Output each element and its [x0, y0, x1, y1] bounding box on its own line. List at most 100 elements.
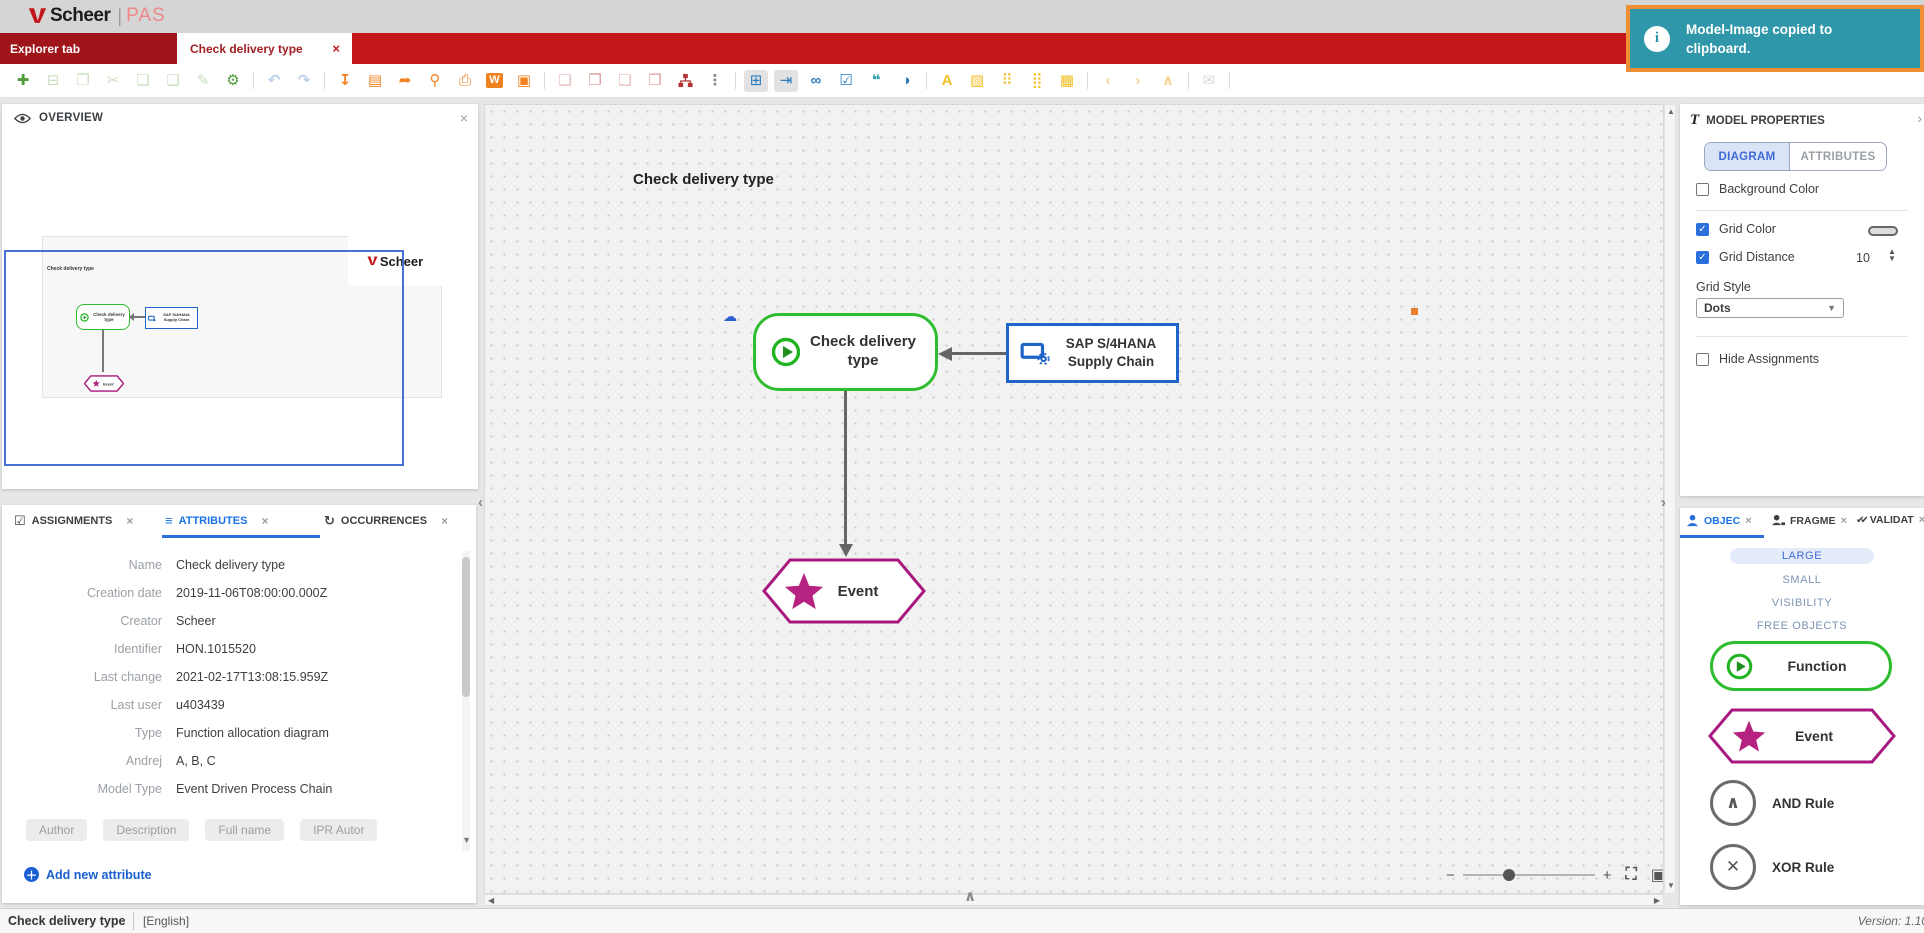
tab-assignments[interactable]: ☑ ASSIGNMENTS ×: [14, 513, 133, 529]
toggle-circles-icon[interactable]: ◑: [901, 72, 911, 89]
attribute-value[interactable]: A, B, C: [176, 754, 216, 768]
copy-icon[interactable]: ❏: [136, 72, 150, 89]
pointer-mode-icon[interactable]: ⇥: [774, 69, 798, 92]
tab-attributes[interactable]: ≡ ATTRIBUTES ×: [165, 513, 268, 528]
duplicate-icon[interactable]: ❐: [76, 72, 90, 89]
nav-up-icon[interactable]: ∧: [1161, 72, 1175, 89]
tab-fragments[interactable]: FRAGME ×: [1772, 514, 1847, 527]
insert-table-icon[interactable]: ▦: [1059, 72, 1075, 89]
grid-color-swatch[interactable]: [1868, 226, 1898, 236]
attribute-chip[interactable]: Author: [26, 819, 88, 841]
grid-distance-checkbox[interactable]: ✓: [1696, 250, 1709, 264]
zoom-in-button[interactable]: +: [1602, 866, 1612, 884]
undo-icon[interactable]: ↶: [267, 72, 281, 89]
export-report-icon[interactable]: ▤: [367, 72, 383, 89]
add-new-attribute-button[interactable]: ＋ Add new attribute: [24, 867, 152, 882]
grid-view-icon[interactable]: ⊞: [744, 69, 768, 92]
palette-xor-rule-item[interactable]: ✕ XOR Rule: [1710, 844, 1834, 890]
diagram-canvas[interactable]: Check delivery type ☁ Check delivery typ…: [484, 104, 1664, 894]
grid-style-select[interactable]: Dots ▼: [1696, 298, 1844, 318]
scrollbar-down-icon[interactable]: ▼: [462, 835, 471, 845]
attribute-value[interactable]: 2019-11-06T08:00:00.000Z: [176, 586, 328, 600]
tab-objects[interactable]: OBJEC ×: [1686, 514, 1752, 527]
share-icon[interactable]: ➦: [398, 72, 412, 89]
palette-size-option-large[interactable]: LARGE: [1730, 548, 1874, 564]
edge-function-to-event[interactable]: [844, 391, 847, 544]
dots-small-icon[interactable]: ⠿: [1001, 72, 1013, 89]
collapse-left-panel-handle[interactable]: ‹: [478, 494, 483, 511]
bring-to-front-icon[interactable]: ❑: [618, 72, 632, 89]
scroll-down-icon[interactable]: ▼: [1667, 881, 1675, 890]
mail-icon[interactable]: ✉: [1202, 72, 1216, 89]
stepper-icon[interactable]: ▲▼: [1888, 247, 1896, 263]
scroll-left-icon[interactable]: ◀: [488, 896, 495, 905]
attribute-chip[interactable]: Description: [103, 819, 190, 841]
tab-close-icon[interactable]: ×: [261, 513, 269, 528]
palette-size-option-small[interactable]: SMALL: [1782, 574, 1822, 586]
export-word-icon[interactable]: W: [486, 73, 503, 88]
overview-close-icon[interactable]: ×: [459, 110, 468, 126]
tab-occurrences[interactable]: ↻ OCCURRENCES ×: [324, 513, 448, 529]
tab-diagram[interactable]: DIAGRAM: [1705, 143, 1790, 170]
dots-large-icon[interactable]: ⣿: [1031, 72, 1043, 89]
fullscreen-icon[interactable]: ⛶: [1625, 866, 1637, 883]
tab-close-icon[interactable]: ×: [1840, 514, 1847, 527]
palette-function-item[interactable]: Function: [1710, 641, 1892, 691]
background-color-checkbox[interactable]: [1696, 182, 1709, 196]
delete-icon[interactable]: ⊟: [46, 72, 60, 89]
more-options-icon[interactable]: ⋮: [707, 72, 723, 89]
collapse-right-panel-handle[interactable]: ›: [1661, 494, 1666, 511]
event-node[interactable]: Event: [762, 558, 926, 624]
attributes-scrollbar[interactable]: [462, 551, 470, 851]
send-backward-icon[interactable]: ❐: [588, 72, 602, 89]
font-color-icon[interactable]: A: [941, 72, 953, 89]
tab-close-icon[interactable]: ×: [332, 41, 340, 56]
settings-gear-icon[interactable]: ⚙: [226, 72, 240, 89]
tab-check-delivery-type[interactable]: Check delivery type ×: [177, 33, 352, 64]
export-download-icon[interactable]: ↧: [338, 72, 352, 89]
copy-image-icon[interactable]: ▣: [516, 72, 532, 89]
attribute-value[interactable]: Function allocation diagram: [176, 726, 329, 740]
palette-event-item[interactable]: Event: [1708, 708, 1896, 764]
new-model-icon[interactable]: ✚: [16, 72, 30, 89]
cut-icon[interactable]: ✂: [106, 72, 120, 89]
attribute-value[interactable]: Event Driven Process Chain: [176, 782, 333, 796]
insert-image-icon[interactable]: ▧: [969, 72, 985, 89]
scroll-up-icon[interactable]: ▲: [1667, 107, 1675, 116]
tab-explorer[interactable]: Explorer tab: [0, 33, 177, 64]
comments-icon[interactable]: ❝: [871, 72, 881, 89]
canvas-horizontal-scrollbar[interactable]: ◀ ▶: [484, 894, 1664, 906]
palette-size-option-free-objects[interactable]: FREE OBJECTS: [1756, 620, 1848, 632]
assignment-link-icon[interactable]: ☁: [723, 308, 737, 324]
attribute-value[interactable]: u403439: [176, 698, 225, 712]
attribute-chip[interactable]: Full name: [205, 819, 285, 841]
canvas-vertical-scrollbar[interactable]: ▲ ▼: [1664, 104, 1676, 894]
tab-close-icon[interactable]: ×: [126, 514, 134, 528]
tab-attributes-props[interactable]: ATTRIBUTES: [1800, 150, 1876, 163]
attribute-chip[interactable]: IPR Autor: [300, 819, 378, 841]
format-painter-icon[interactable]: ✎: [196, 72, 210, 89]
send-to-back-icon[interactable]: ❒: [648, 72, 662, 89]
system-node-sap-s4hana[interactable]: SAP S/4HANA Supply Chain: [1006, 323, 1179, 383]
fit-to-frame-icon[interactable]: ▣: [1651, 865, 1663, 885]
zoom-slider-thumb[interactable]: [1502, 869, 1515, 881]
function-node-check-delivery-type[interactable]: Check delivery type: [753, 313, 938, 391]
grid-color-checkbox[interactable]: ✓: [1696, 222, 1709, 236]
attribute-value[interactable]: 2021-02-17T13:08:15.959Z: [176, 670, 329, 684]
zoom-slider[interactable]: [1462, 869, 1595, 881]
scrollbar-thumb[interactable]: [462, 557, 470, 697]
scroll-right-icon[interactable]: ▶: [1653, 896, 1660, 905]
edge-system-to-function[interactable]: [952, 352, 1006, 355]
tab-close-icon[interactable]: ×: [1918, 514, 1924, 526]
grid-distance-value[interactable]: 10: [1856, 251, 1870, 265]
attribute-value[interactable]: HON.1015520: [176, 642, 256, 656]
redo-icon[interactable]: ↷: [297, 72, 311, 89]
tab-close-icon[interactable]: ×: [441, 514, 449, 528]
zoom-out-button[interactable]: −: [1446, 866, 1455, 884]
search-binoculars-icon[interactable]: ∞: [810, 72, 822, 89]
attribute-value[interactable]: Check delivery type: [176, 558, 286, 572]
palette-size-option-visibility[interactable]: VISIBILITY: [1771, 597, 1833, 609]
collapse-properties-icon[interactable]: ›: [1917, 110, 1922, 126]
tab-validation[interactable]: ✔✔ VALIDAT ×: [1856, 514, 1924, 526]
hide-assignments-checkbox[interactable]: [1696, 352, 1709, 366]
